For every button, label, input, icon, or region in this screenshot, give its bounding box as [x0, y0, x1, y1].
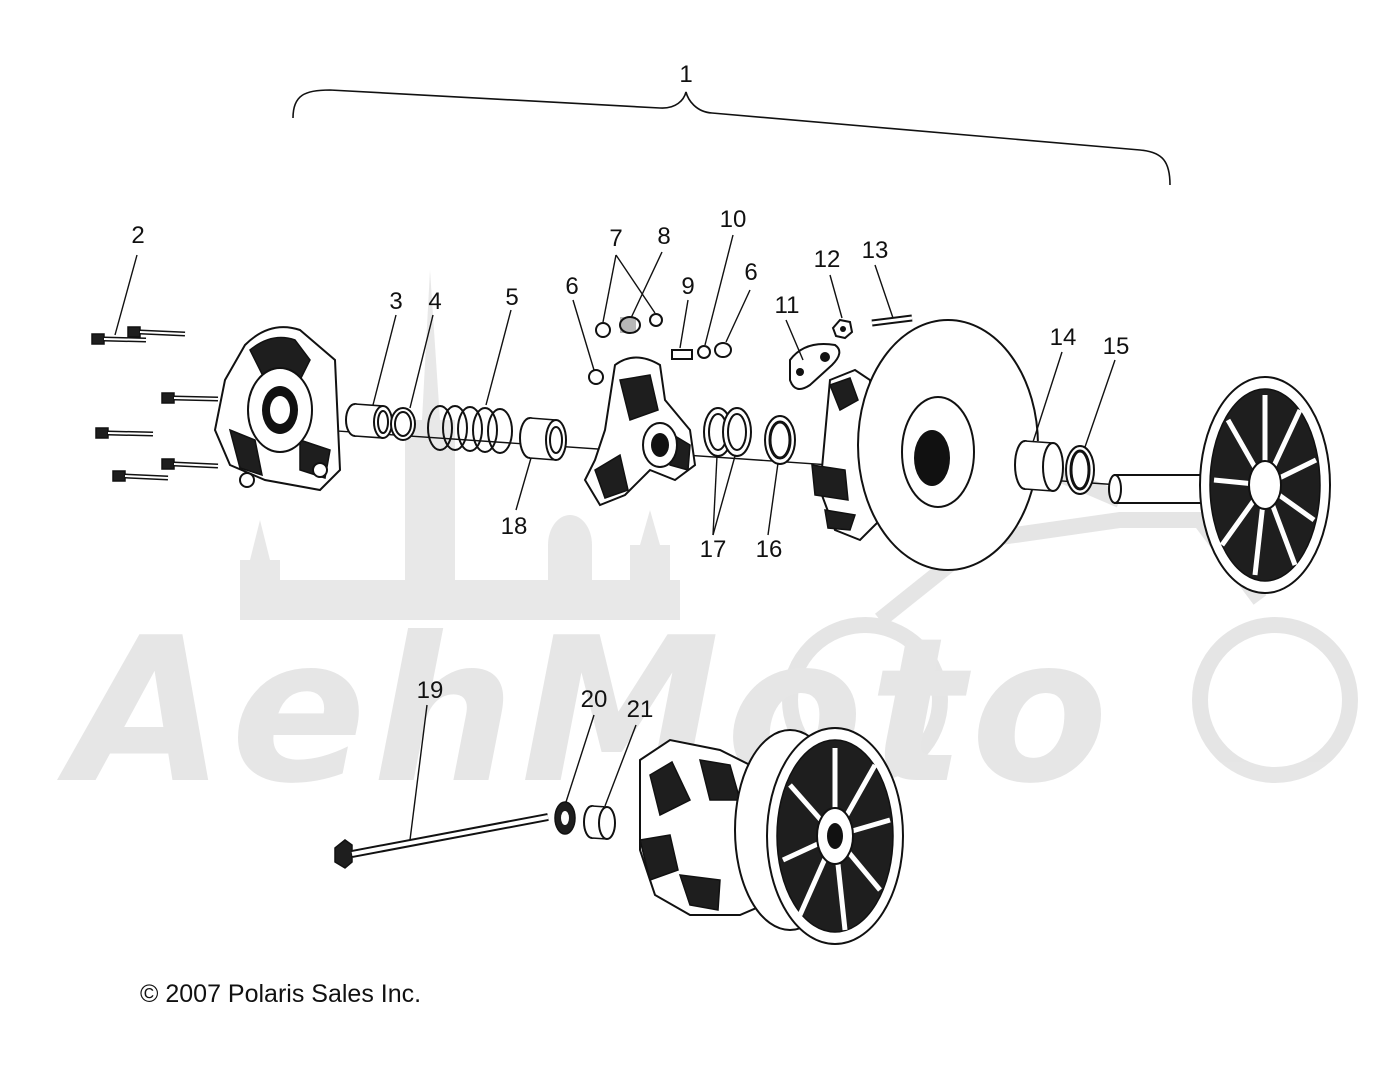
callout-9: 9: [681, 273, 694, 300]
callout-2: 2: [131, 222, 144, 249]
bolt: [127, 326, 186, 338]
ring: [390, 407, 416, 441]
sheave-bushing: [1014, 440, 1064, 492]
callout-12: 12: [814, 246, 841, 273]
assembly-bracket: [292, 89, 1171, 186]
spring: [427, 405, 513, 454]
callout-18: 18: [501, 513, 528, 540]
callout-17: 17: [700, 536, 727, 563]
watermark: AehMoto: [57, 270, 1358, 828]
leader-lines: [114, 234, 1116, 841]
callout-6a: 6: [565, 273, 578, 300]
callout-4: 4: [428, 288, 441, 315]
callout-8: 8: [657, 223, 670, 250]
callout-10: 10: [720, 206, 747, 233]
bolt: [95, 427, 154, 439]
bolt-set: [91, 326, 219, 482]
washer-pair: [703, 407, 752, 457]
long-bolt: [334, 813, 549, 869]
spring-seat: [519, 417, 567, 461]
bolt: [112, 470, 169, 482]
clutch-cover: [213, 326, 342, 492]
callout-6b: 6: [744, 259, 757, 286]
nut: [831, 318, 854, 340]
callouts: 1 2 3 4 5 6 7 8 9 10 6 11 12 13 14 15 18…: [131, 61, 1129, 723]
callout-5: 5: [505, 284, 518, 311]
copyright-notice: © 2007 Polaris Sales Inc.: [140, 980, 422, 1008]
bolt: [91, 333, 147, 345]
washer: [554, 801, 576, 835]
callout-19: 19: [417, 677, 444, 704]
callout-13: 13: [862, 237, 889, 264]
bushing-small: [583, 805, 616, 840]
bushing: [345, 403, 393, 439]
callout-11: 11: [775, 292, 800, 319]
bolt: [161, 392, 219, 404]
callout-21: 21: [627, 696, 654, 723]
callout-16: 16: [756, 536, 783, 563]
castle-silhouette: [240, 270, 680, 620]
small-parts: [588, 313, 732, 385]
bolt: [161, 458, 219, 470]
assembled-clutch: [639, 727, 904, 945]
callout-3: 3: [389, 288, 402, 315]
callout-14: 14: [1050, 324, 1077, 351]
callout-1: 1: [679, 61, 692, 88]
sheave-ring: [1065, 445, 1095, 495]
callout-7: 7: [609, 225, 622, 252]
watermark-text: AehMoto: [57, 595, 1114, 828]
fixed-sheave: [1108, 376, 1331, 594]
flyweight: [789, 343, 841, 390]
spider: [583, 356, 697, 507]
moveable-sheave: [811, 319, 1039, 571]
callout-15: 15: [1103, 333, 1130, 360]
seal: [764, 415, 796, 465]
pin: [871, 314, 913, 327]
callout-20: 20: [581, 686, 608, 713]
